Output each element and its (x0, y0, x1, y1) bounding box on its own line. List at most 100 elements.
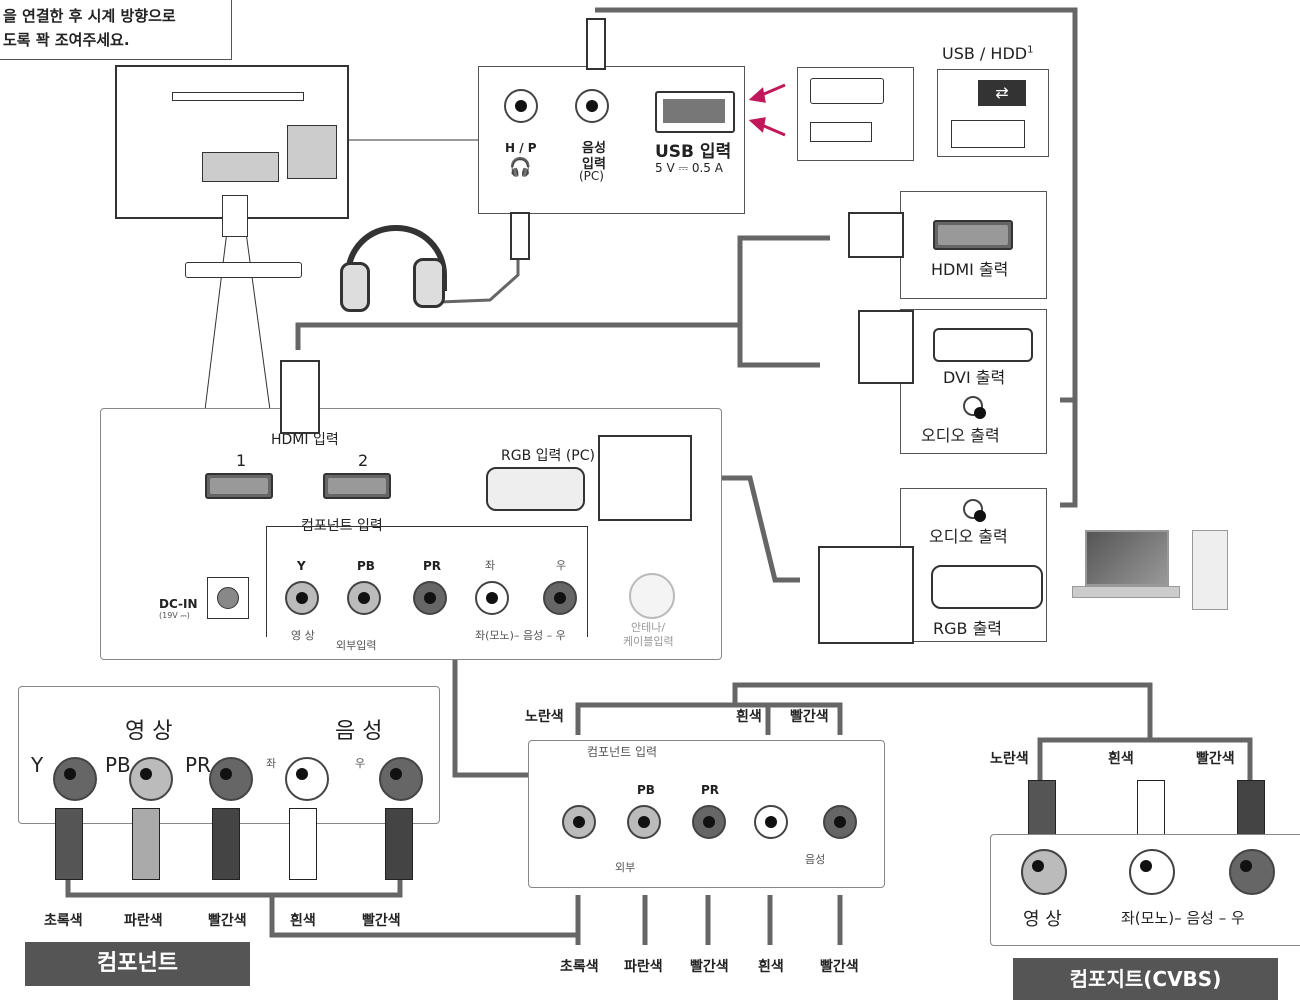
composite-video-label: 영 상 (1023, 905, 1062, 931)
middle-y-jack[interactable] (562, 805, 596, 839)
hdmi-out-label: HDMI 출력 (931, 256, 1008, 280)
middle-component-box: 컴포넌트 입력 PB PR 외부 음성 (528, 740, 885, 888)
component-audio-title: 음 성 (335, 713, 382, 745)
hp-label: H / P (505, 141, 537, 155)
dcin-port[interactable] (207, 577, 249, 619)
note-line-1: 을 연결한 후 시계 방향으로 (3, 5, 176, 26)
laptop-out-box: 오디오 출력 RGB 출력 (900, 488, 1047, 642)
component-audio-l-jack[interactable] (285, 757, 329, 801)
middle-title: 컴포넌트 입력 (587, 743, 657, 760)
pc-tower-icon (1192, 530, 1228, 610)
component-plug-green (55, 808, 83, 880)
laptop-icon (1085, 530, 1169, 586)
component-plug-blue (132, 808, 160, 880)
middle-top-color-1: 흰색 (736, 706, 762, 726)
rgb-out-port[interactable] (931, 565, 1043, 609)
rear-pb-jack[interactable] (347, 581, 381, 615)
hdmi-in-port-2[interactable] (323, 473, 391, 499)
dcin-label: DC-IN (159, 597, 198, 611)
component-plug-red (212, 808, 240, 880)
composite-top-color-2: 빨간색 (1196, 748, 1235, 768)
hp-plug (510, 212, 530, 260)
audio-out-label-1: 오디오 출력 (921, 422, 1000, 446)
dvi-out-label: DVI 출력 (943, 364, 1005, 388)
component-video-title: 영 상 (125, 713, 172, 745)
rear-y-jack[interactable] (285, 581, 319, 615)
component-right-mark: 우 (355, 755, 365, 771)
rear-external-label: 외부입력 (336, 637, 376, 653)
hdmi-in-port-1[interactable] (205, 473, 273, 499)
usb-stick-box (797, 67, 914, 161)
middle-top-color-0: 노란색 (525, 706, 564, 726)
note-line-2: 도록 꽉 조여주세요. (3, 29, 130, 50)
composite-audio-l-jack[interactable] (1129, 849, 1175, 895)
rear-panel: HDMI 입력 1 2 RGB 입력 (PC) 컴포넌트 입력 DC-IN (1… (100, 408, 722, 660)
component-plug-red-2 (385, 808, 413, 880)
middle-audio: 음성 (805, 851, 825, 867)
dvi-audio-box: DVI 출력 오디오 출력 (900, 309, 1047, 454)
composite-box: 영 상 좌(모노)– 음성 – 우 (990, 834, 1300, 946)
composite-audio-r-jack[interactable] (1229, 849, 1275, 895)
component-pr-jack[interactable] (209, 757, 253, 801)
middle-bottom-color-1: 파란색 (624, 956, 663, 976)
hdmi-out-port[interactable] (933, 220, 1013, 250)
audio-in-pc: (PC) (579, 169, 604, 183)
usb-hdd-box: ⇄ (937, 69, 1049, 157)
middle-audio-r-jack[interactable] (823, 805, 857, 839)
side-panel: H / P 🎧 음성 입력 (PC) USB 입력 5 V ⎓ 0.5 A (478, 66, 745, 214)
middle-bottom-color-0: 초록색 (560, 956, 599, 976)
audio-out-jack-2[interactable] (963, 499, 983, 519)
rgb-in-port[interactable] (486, 467, 585, 511)
audio-out-jack-1[interactable] (963, 396, 983, 416)
rear-right-mark: 우 (556, 557, 566, 573)
rear-pr-label: PR (423, 559, 441, 573)
middle-pb-jack[interactable] (627, 805, 661, 839)
composite-audio-label: 좌(모노)– 음성 – 우 (1121, 907, 1245, 928)
rgb-plug-out (818, 546, 914, 644)
composite-plug-red (1237, 780, 1265, 838)
dvi-plug (858, 310, 914, 384)
middle-pr-jack[interactable] (692, 805, 726, 839)
composite-plug-white (1137, 780, 1165, 838)
headphone-jack[interactable] (504, 89, 538, 123)
dvi-cable (740, 325, 820, 365)
audio-out-label-2: 오디오 출력 (929, 523, 1008, 547)
middle-top-color-2: 빨간색 (790, 706, 829, 726)
middle-bottom-color-4: 빨간색 (820, 956, 859, 976)
rear-left-mark: 좌 (485, 557, 495, 573)
usb-device-label: USB / HDD1 (942, 44, 1033, 63)
hdmi-port-1-label: 1 (236, 451, 246, 470)
usb-symbol-icon: ⇄ (978, 80, 1026, 106)
middle-audio-l-jack[interactable] (754, 805, 788, 839)
component-y-jack[interactable] (53, 757, 97, 801)
rear-audio-l-jack[interactable] (475, 581, 509, 615)
dvi-out-port[interactable] (933, 328, 1033, 362)
rgb-out-label: RGB 출력 (933, 615, 1002, 639)
usb-device-text: USB / HDD (942, 44, 1027, 63)
component-pr-label: PR (185, 753, 211, 777)
laptop-base-icon (1072, 586, 1180, 598)
composite-top-color-1: 흰색 (1108, 748, 1134, 768)
component-pb-label: PB (105, 753, 131, 777)
rear-pr-jack[interactable] (413, 581, 447, 615)
monitor-port-area-2 (287, 125, 337, 179)
rear-audio-r-jack[interactable] (543, 581, 577, 615)
middle-bottom-color-2: 빨간색 (690, 956, 729, 976)
note-box: 을 연결한 후 시계 방향으로 도록 꽉 조여주세요. (0, 0, 232, 60)
usb-port[interactable] (655, 91, 735, 133)
audio-plug-top (586, 18, 606, 70)
usb-device-sup: 1 (1027, 45, 1033, 56)
headphone-icon: 🎧 (509, 157, 531, 178)
rear-video-label: 영 상 (291, 627, 315, 643)
component-audio-r-jack[interactable] (379, 757, 423, 801)
middle-pb: PB (637, 783, 655, 797)
component-color-4: 빨간색 (362, 910, 401, 930)
usb-cable-plug-icon (810, 122, 872, 142)
rgb-plug-in (598, 435, 692, 521)
audio-in-jack[interactable] (575, 89, 609, 123)
component-pb-jack[interactable] (129, 757, 173, 801)
composite-banner: 컴포지트(CVBS) (1013, 958, 1278, 1000)
antenna-port[interactable] (629, 573, 675, 619)
composite-video-jack[interactable] (1021, 849, 1067, 895)
usb-stick-icon (810, 78, 884, 104)
